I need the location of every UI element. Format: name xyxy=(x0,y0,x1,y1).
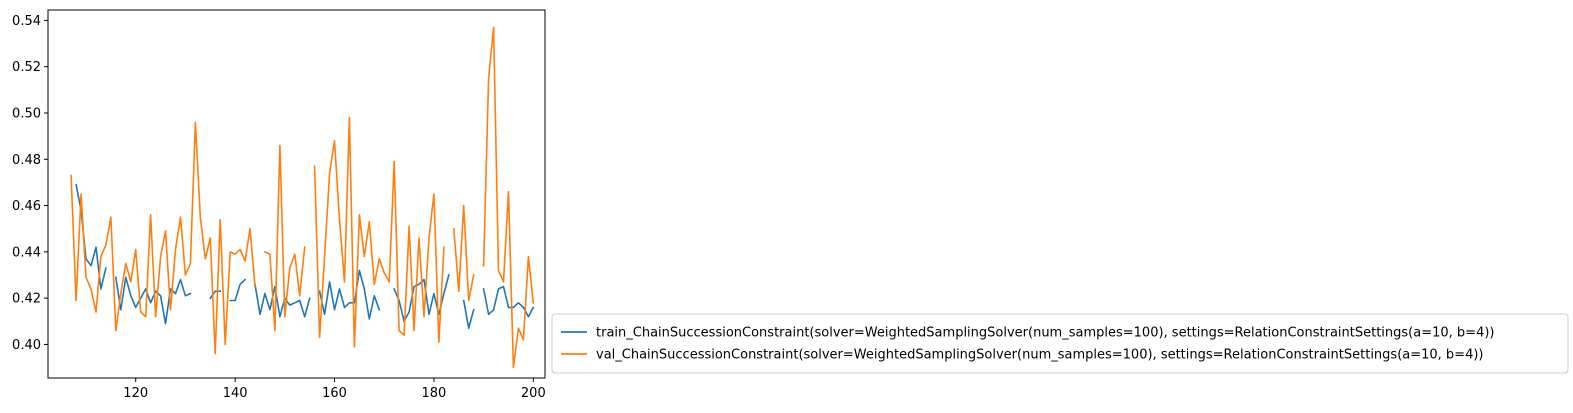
x-tick-label: 200 xyxy=(521,386,546,401)
y-tick-label: 0.42 xyxy=(12,292,41,307)
legend-label-train: train_ChainSuccessionConstraint(solver=W… xyxy=(596,326,1494,341)
legend-box xyxy=(551,313,1569,374)
plot-lines xyxy=(70,26,535,369)
x-tick-label: 160 xyxy=(322,386,347,401)
plot-frame xyxy=(47,9,546,379)
y-tick-label: 0.48 xyxy=(12,153,41,168)
y-tick-label: 0.54 xyxy=(12,14,41,29)
y-tick-label: 0.44 xyxy=(12,245,41,260)
x-tick-label: 120 xyxy=(123,386,148,401)
y-tick-label: 0.46 xyxy=(12,199,41,214)
y-tick-label: 0.52 xyxy=(12,60,41,75)
x-tick-label: 180 xyxy=(422,386,447,401)
x-axis: 120 140 160 180 200 xyxy=(123,378,546,401)
x-tick-label: 140 xyxy=(223,386,248,401)
y-axis: 0.40 0.42 0.44 0.46 0.48 0.50 0.52 0.54 xyxy=(12,14,48,353)
legend: train_ChainSuccessionConstraint(solver=W… xyxy=(551,313,1569,374)
series-line-val xyxy=(70,26,535,369)
y-tick-label: 0.50 xyxy=(12,106,41,121)
legend-label-val: val_ChainSuccessionConstraint(solver=Wei… xyxy=(596,348,1484,363)
series-line-train xyxy=(75,183,535,329)
y-tick-label: 0.40 xyxy=(12,338,41,353)
